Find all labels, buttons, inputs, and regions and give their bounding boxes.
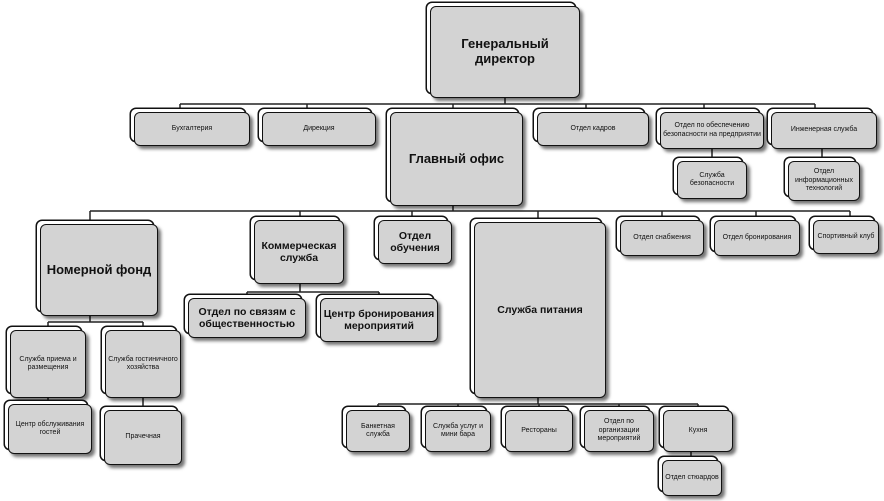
guest-center-box: Центр обслуживания гостей (8, 404, 92, 454)
supply-box: Отдел снабжения (620, 220, 704, 256)
events-org-box: Отдел по организации мероприятий (584, 410, 654, 452)
main-office-box: Главный офис (390, 112, 523, 206)
pr-box: Отдел по связям с общественностью (188, 298, 306, 338)
restaurants-box: Рестораны (505, 410, 573, 452)
it-dept-box: Отдел информационных технологий (788, 161, 860, 201)
hr-box: Отдел кадров (537, 112, 649, 146)
events-booking-box: Центр бронирования мероприятий (320, 298, 438, 342)
food-service-box: Служба питания (474, 222, 606, 398)
stewards-box: Отдел стюардов (662, 460, 722, 496)
commercial-box: Коммерческая служба (254, 220, 344, 284)
security-service-box: Служба безопасности (677, 161, 747, 199)
reception-box: Служба приема и размещения (10, 330, 86, 398)
accounting-box: Бухгалтерия (134, 112, 250, 146)
ceo-box: Генеральный директор (430, 6, 580, 98)
rooms-fund-box: Номерной фонд (40, 224, 158, 316)
booking-box: Отдел бронирования (714, 220, 800, 256)
kitchen-box: Кухня (663, 410, 733, 452)
training-box: Отдел обучения (378, 220, 452, 264)
housekeeping-box: Служба гостиничного хозяйства (105, 330, 181, 398)
laundry-box: Прачечная (104, 410, 182, 465)
security-dept-box: Отдел по обеспечению безопасности на пре… (660, 112, 764, 149)
banquet-box: Банкетная служба (346, 410, 410, 452)
minibar-box: Служба услуг и мини бара (425, 410, 491, 452)
sports-club-box: Спортивный клуб (813, 220, 879, 254)
engineering-box: Инженерная служба (771, 112, 877, 149)
directorate-box: Дирекция (262, 112, 376, 146)
